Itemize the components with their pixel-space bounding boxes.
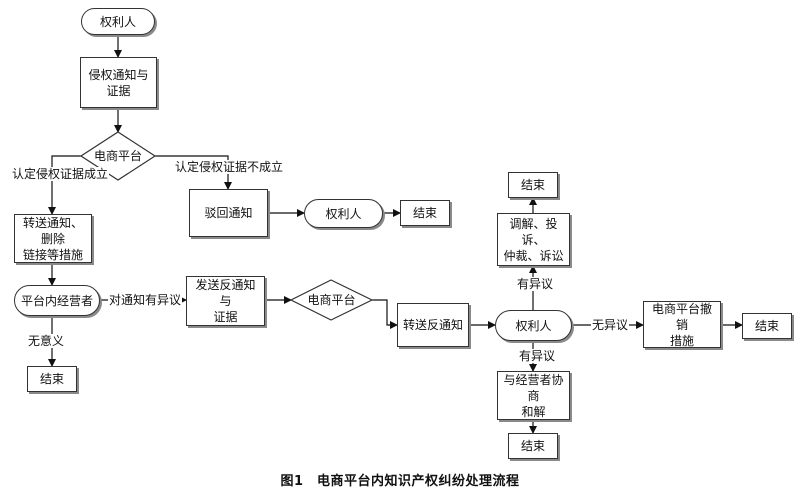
node-platform-revoke: 电商平台撤销 措施 [643, 301, 721, 348]
arrow-platform1-to-reject [155, 155, 232, 190]
node-end-mediation: 结束 [508, 172, 558, 198]
edge-label-objection-to-notice: 对通知有异议 [108, 293, 183, 307]
node-end-no-objection: 结束 [27, 366, 77, 392]
node-reject-notice: 驳回通知 [189, 189, 268, 237]
node-counter-notice: 发送反通知与 证据 [186, 276, 265, 326]
node-settlement: 与经营者协商 和解 [497, 371, 570, 420]
figure-caption: 图1 电商平台内知识产权纠纷处理流程 [280, 474, 520, 489]
node-rights-holder-reject: 权利人 [304, 199, 383, 228]
node-platform-decision-1: 电商平台 [93, 149, 142, 163]
node-end-settlement: 结束 [508, 433, 558, 459]
edge-label-not-established: 认定侵权证据不成立 [174, 160, 285, 174]
node-forward-counter: 转送反通知 [397, 303, 469, 347]
node-rights-holder-main: 权利人 [495, 310, 572, 341]
node-platform-decision-2: 电商平台 [307, 293, 356, 307]
node-infringement-notice: 侵权通知与 证据 [80, 57, 157, 108]
edge-label-has-objection-up: 有异议 [516, 277, 555, 291]
arrow-platform2-to-forward-counter [372, 299, 398, 329]
node-end-reject: 结束 [400, 200, 450, 226]
node-mediation: 调解、投诉、 仲裁、诉讼 [497, 213, 570, 266]
decision-diamond-2 [289, 279, 374, 321]
node-rights-holder-top: 权利人 [81, 8, 155, 35]
node-merchant: 平台内经营者 [14, 285, 100, 316]
edge-label-has-objection-down: 有异议 [518, 349, 557, 363]
edge-label-meaningless: 无意义 [27, 334, 66, 348]
edge-label-established: 认定侵权证据成立 [11, 167, 110, 181]
node-end-revoke: 结束 [742, 313, 792, 339]
edge-label-no-objection: 无异议 [591, 318, 630, 332]
node-forward-delete: 转送通知、删除 链接等措施 [14, 214, 92, 263]
arrow-platform1-to-forward [48, 155, 81, 215]
